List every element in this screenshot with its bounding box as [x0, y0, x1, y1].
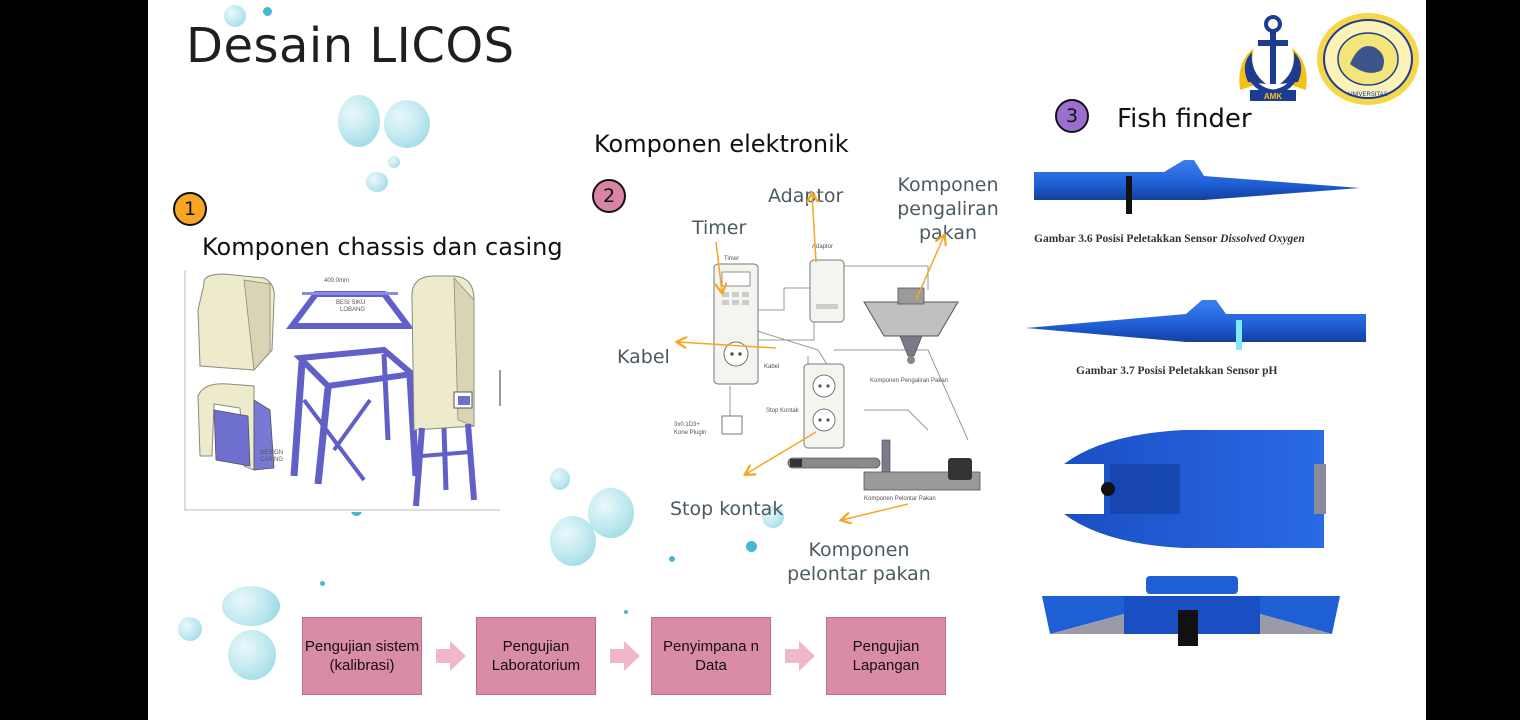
flow-arrow-icon	[436, 641, 466, 671]
decor-bubble	[588, 488, 634, 538]
decor-bubble	[762, 506, 784, 528]
design-casing-label-1: DESIGN	[260, 450, 283, 456]
diagram-pengaliran-text: Komponen Pengaliran Pakan	[870, 378, 948, 384]
section-3-badge: 3	[1055, 99, 1089, 133]
label-stop-kontak: Stop kontak	[670, 498, 784, 520]
anchor-logo: AMK	[1239, 15, 1307, 101]
hull-side-view-do-sensor	[1034, 160, 1360, 214]
decor-bubble	[178, 617, 202, 641]
diagram-timer-text: Timer	[724, 256, 739, 262]
caption-fig-3-6-prefix: Gambar 3.6 Posisi Peletakkan Sensor	[1034, 233, 1221, 245]
design-casing-label-2: CASING	[260, 457, 283, 463]
seal-text: UNIVERSITAS	[1348, 92, 1388, 98]
flow-step-penyimpanan-data: Penyimpana n Data	[651, 617, 771, 695]
decor-bubble	[222, 586, 280, 626]
university-seal-logo: UNIVERSITAS	[1317, 13, 1419, 105]
flow-step-pengujian-laboratorium: Pengujian Laboratorium	[476, 617, 596, 695]
diagram-plug-text-2: Kone Plugin	[674, 430, 706, 436]
label-timer: Timer	[692, 217, 747, 239]
flow-arrow-icon	[610, 641, 640, 671]
arrow-pengaliran	[915, 236, 944, 301]
decor-bubble	[550, 468, 570, 490]
chassis-casing-illustration: 400.0mm BESI SIKU LOBANG DESIGN CASING	[184, 270, 502, 512]
diagram-plug-text-1: 3x0.1D3+	[674, 422, 700, 428]
diagram-adaptor-text: Adaptor	[812, 244, 833, 250]
decor-dot	[624, 610, 628, 614]
label-kabel: Kabel	[617, 346, 670, 368]
arrow-kabel	[678, 342, 777, 349]
decor-bubble	[338, 95, 380, 147]
decor-bubble	[224, 5, 246, 27]
decor-bubble	[550, 516, 596, 566]
decor-bubble	[388, 156, 400, 168]
decor-dot	[669, 556, 675, 562]
besi-siku-label-1: BESI SIKU	[336, 300, 365, 306]
hull-top-view	[1064, 430, 1326, 548]
hull-side-view-ph-sensor	[1026, 300, 1366, 350]
decor-bubble	[384, 100, 430, 148]
decor-bubble	[228, 630, 276, 680]
section-3-heading: Fish finder	[1117, 104, 1252, 134]
slide: Desain LICOS AMK UNIVERSITAS 1 Komponen …	[148, 0, 1426, 720]
arrow-adaptor	[812, 194, 816, 263]
decor-dot	[263, 7, 272, 16]
label-pengaliran: Komponen pengaliran pakan	[897, 174, 999, 244]
arrow-pelontar	[842, 503, 909, 520]
electronics-diagram: Timer Adaptor Komponen Pengaliran Pakan …	[674, 244, 981, 502]
hull-front-view	[1042, 576, 1340, 646]
page-title: Desain LICOS	[186, 18, 515, 74]
besi-siku-label-2: LOBANG	[340, 307, 365, 313]
flow-step-pengujian-sistem: Pengujian sistem (kalibrasi)	[302, 617, 422, 695]
caption-fig-3-6-italic: Dissolved Oxygen	[1220, 233, 1305, 245]
arrow-stop-kontak	[746, 431, 817, 474]
diagram-stopkontak-text: Stop Kontak	[766, 408, 800, 414]
flow-step-pengujian-lapangan: Pengujian Lapangan	[826, 617, 946, 695]
diagram-pelontar-text: Komponen Pelontar Pakan	[864, 496, 936, 502]
decor-bubble	[366, 172, 388, 192]
section-2-badge: 2	[592, 179, 626, 213]
decor-dot	[746, 541, 757, 552]
caption-fig-3-7: Gambar 3.7 Posisi Peletakkan Sensor pH	[1076, 365, 1278, 377]
diagram-kabel-text: Kabel	[764, 364, 779, 370]
decor-dot	[320, 581, 325, 586]
flow-arrow-icon	[785, 641, 815, 671]
dimension-label: 400.0mm	[324, 278, 349, 284]
anchor-logo-text: AMK	[1264, 92, 1282, 101]
arrow-timer	[716, 241, 722, 292]
section-1-heading: Komponen chassis dan casing	[202, 233, 563, 261]
label-pelontar: Komponen pelontar pakan	[787, 539, 931, 585]
section-1-badge: 1	[173, 192, 207, 226]
section-2-heading: Komponen elektronik	[594, 130, 849, 158]
caption-fig-3-6: Gambar 3.6 Posisi Peletakkan Sensor Diss…	[1034, 233, 1305, 245]
label-adaptor: Adaptor	[768, 185, 844, 207]
annotation-arrows	[148, 0, 1426, 720]
